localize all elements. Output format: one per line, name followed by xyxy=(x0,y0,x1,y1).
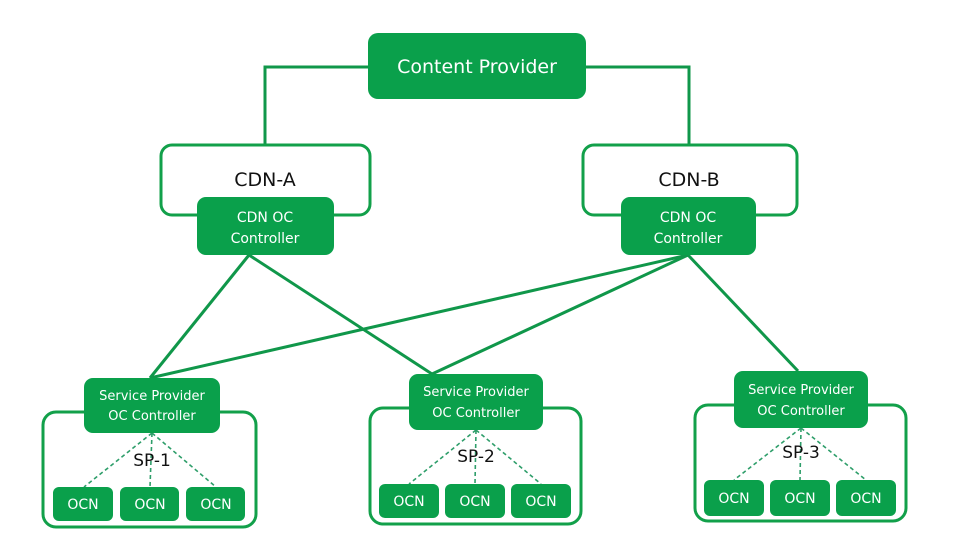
sp-1-dashed-links xyxy=(83,432,217,488)
cdn-b-oc-controller: CDN OC Controller xyxy=(621,197,756,255)
sp-1-ocn-1: OCN xyxy=(53,487,113,521)
sp-3-dashed-links xyxy=(733,427,867,481)
sp-1-label: SP-1 xyxy=(133,451,171,471)
ocn-label: OCN xyxy=(67,497,98,513)
sp-2-ocn-2: OCN xyxy=(445,484,505,518)
sp-2-dashed-links xyxy=(408,429,542,485)
sp-3-group: Service Provider OC Controller SP-3 OCN … xyxy=(693,371,908,523)
cdn-b-label: CDN-B xyxy=(658,169,719,191)
sp-2-controller-label-line2: OC Controller xyxy=(432,406,520,421)
ocn-label: OCN xyxy=(525,494,556,510)
ocn-label: OCN xyxy=(784,491,815,507)
sp-3-controller-label-line1: Service Provider xyxy=(748,383,854,398)
cdn-b-group: CDN-B CDN OC Controller xyxy=(581,143,799,255)
sp-1-ocn-2: OCN xyxy=(120,487,179,521)
connector-cdn-b-to-sp-1 xyxy=(149,253,689,380)
cdn-a-group: CDN-A CDN OC Controller xyxy=(159,143,372,255)
cdn-a-oc-controller: CDN OC Controller xyxy=(197,197,334,255)
cdn-a-controller-label-line1: CDN OC xyxy=(237,210,293,226)
sp-1-ocn-3: OCN xyxy=(186,487,245,521)
ocn-label: OCN xyxy=(393,494,424,510)
content-provider-label: Content Provider xyxy=(397,56,557,78)
sp-2-ocn-1: OCN xyxy=(379,484,439,518)
ocn-label: OCN xyxy=(134,497,165,513)
sp-3-ocn-3: OCN xyxy=(836,480,896,516)
connector-cdn-a-to-sp-2 xyxy=(248,253,433,376)
sp-1-oc-controller: Service Provider OC Controller xyxy=(84,378,220,433)
connector-cdn-b-to-sp-2 xyxy=(431,253,689,376)
sp-3-oc-controller: Service Provider OC Controller xyxy=(734,371,868,428)
cdn-a-controller-label-line2: Controller xyxy=(231,231,300,247)
connector-cdn-b-to-sp-3 xyxy=(686,253,800,373)
sp-2-label: SP-2 xyxy=(457,447,495,467)
sp-3-controller-label-line2: OC Controller xyxy=(757,404,845,419)
sp-1-controller-label-line1: Service Provider xyxy=(99,389,205,404)
cdn-b-controller-label-line2: Controller xyxy=(654,231,723,247)
content-provider-node: Content Provider xyxy=(368,33,586,99)
cdn-b-controller-label-line1: CDN OC xyxy=(660,210,716,226)
sp-2-group: Service Provider OC Controller SP-2 OCN … xyxy=(368,374,583,526)
sp-1-group: Service Provider OC Controller SP-1 OCN … xyxy=(41,378,258,529)
connector-cdn-a-to-sp-1 xyxy=(148,254,251,379)
sp-2-ocn-3: OCN xyxy=(511,484,571,518)
sp-3-ocn-1: OCN xyxy=(704,480,764,516)
ocn-label: OCN xyxy=(718,491,749,507)
connector-cp-to-cdn-a xyxy=(263,65,368,145)
cdn-a-label: CDN-A xyxy=(234,169,296,191)
sp-3-label: SP-3 xyxy=(782,443,820,463)
sp-3-ocn-2: OCN xyxy=(770,480,830,516)
sp-2-controller-label-line1: Service Provider xyxy=(423,385,529,400)
sp-1-controller-label-line2: OC Controller xyxy=(108,409,196,424)
connector-cp-to-cdn-b xyxy=(586,65,691,145)
sp-2-oc-controller: Service Provider OC Controller xyxy=(409,374,543,430)
ocn-label: OCN xyxy=(850,491,881,507)
ocn-label: OCN xyxy=(200,497,231,513)
ocn-label: OCN xyxy=(459,494,490,510)
